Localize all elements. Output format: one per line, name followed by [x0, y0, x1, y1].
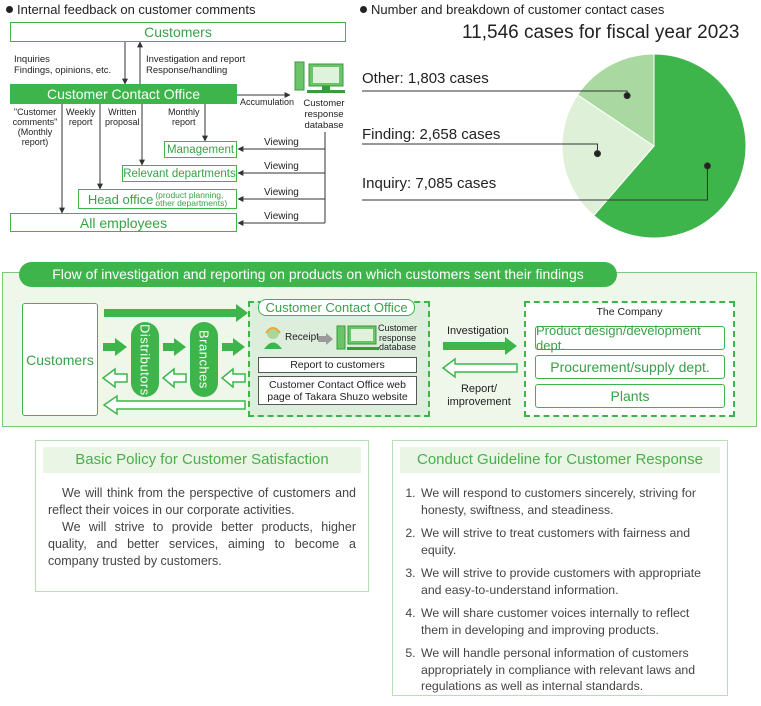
basic-policy-paragraph-1: We will think from the perspective of cu… [48, 486, 356, 517]
flow-arrows [101, 304, 518, 416]
flow-office-title: Customer Contact Office [258, 299, 415, 316]
feedback-customers-label: Customers [144, 24, 212, 40]
viewing-label-management: Viewing [264, 137, 299, 148]
guideline-item: We will handle personal information of c… [419, 645, 715, 695]
dept-plants: Plants [535, 384, 725, 408]
viewing-label-all-employees: Viewing [264, 211, 299, 222]
relevant-departments-box: Relevant departments [122, 165, 237, 182]
investigation-flow-label: Investigation [447, 325, 509, 337]
flow-database-icon [336, 324, 380, 357]
feedback-customers-box: Customers [10, 22, 346, 42]
basic-policy-paragraph-2: We will strive to provide better product… [48, 520, 356, 568]
pie-leader-dot [623, 92, 631, 100]
dept-product-design-label: Product design/development dept. [536, 323, 701, 353]
inquiries-label: Inquiries Findings, opinions, etc. [14, 54, 112, 76]
feedback-section-title: Internal feedback on customer comments [6, 2, 255, 17]
report-improvement-label: Report/ improvement [447, 383, 511, 408]
pie-label-inquiry: Inquiry: 7,085 cases [362, 175, 497, 192]
flow-db-label: Customer response database [378, 323, 418, 352]
website-line1: Customer Contact Office web [269, 378, 406, 391]
monthly-report-label: Monthly report [168, 107, 200, 127]
guideline-list: We will respond to customers sincerely, … [405, 485, 715, 695]
branches-box: Branches [190, 322, 218, 397]
head-office-box: Head office (product planning, other dep… [78, 189, 237, 209]
head-office-label: Head office [87, 191, 154, 207]
investigation-label: Investigation and report Response/handli… [146, 54, 246, 76]
pie-label-finding: Finding: 2,658 cases [362, 126, 501, 143]
pie-chart [362, 53, 747, 239]
feedback-office-box: Customer Contact Office [10, 84, 237, 104]
guideline-item: We will share customer voices internally… [419, 605, 715, 638]
viewing-label-relevant: Viewing [264, 161, 299, 172]
flow-customers-box: Customers [22, 303, 98, 416]
db-label: Customer response database [303, 98, 345, 131]
branches-label: Branches [196, 330, 212, 389]
all-employees-box: All employees [10, 213, 237, 232]
guideline-item: We will strive to treat customers with f… [419, 525, 715, 558]
dept-product-design: Product design/development dept. [535, 323, 725, 353]
database-computer-icon [293, 60, 347, 99]
receipt-arrow-icon [318, 332, 334, 350]
customer-comments-label: "Customer comments" (Monthly report) [12, 107, 58, 147]
guideline-item: We will strive to provide customers with… [419, 565, 715, 598]
feedback-connector-lines [59, 41, 326, 226]
contacts-total: 11,546 cases for fiscal year 2023 [462, 22, 740, 43]
dept-plants-label: Plants [610, 388, 650, 404]
report-to-customers-label: Report to customers [290, 359, 385, 371]
flow-office-label: Customer Contact Office [265, 300, 408, 315]
relevant-departments-label: Relevant departments [123, 167, 236, 180]
company-title: The Company [596, 306, 663, 318]
pie-slice-finding [561, 94, 655, 217]
report-to-customers-box: Report to customers [258, 357, 417, 373]
pie-leader-dot [593, 150, 601, 158]
pie-label-other: Other: 1,803 cases [362, 70, 489, 87]
dept-procurement: Procurement/supply dept. [535, 355, 725, 379]
guideline-panel: Conduct Guideline for Customer Response … [392, 440, 728, 696]
website-line2: page of Takara Shuzo website [267, 390, 408, 403]
distributors-label: Distributors [137, 323, 153, 396]
weekly-report-label: Weekly report [66, 107, 96, 127]
feedback-title-text: Internal feedback on customer comments [17, 2, 256, 17]
bullet-icon [360, 6, 367, 13]
basic-policy-text: We will think from the perspective of cu… [36, 473, 368, 570]
dept-procurement-label: Procurement/supply dept. [550, 359, 710, 375]
flow-title: Flow of investigation and reporting on p… [19, 262, 617, 287]
guideline-title: Conduct Guideline for Customer Response [400, 447, 720, 473]
basic-policy-panel: Basic Policy for Customer Satisfaction W… [35, 440, 369, 592]
contacts-section-title: Number and breakdown of customer contact… [360, 2, 664, 17]
management-label: Management [166, 143, 235, 156]
viewing-label-head-office: Viewing [264, 187, 299, 198]
pie-leader-dot [703, 162, 711, 170]
management-box: Management [164, 141, 237, 158]
pie-leader-inquiry [362, 165, 708, 201]
guideline-item: We will respond to customers sincerely, … [419, 485, 715, 518]
flow-customers-label: Customers [26, 351, 94, 368]
contacts-title-text: Number and breakdown of customer contact… [371, 2, 665, 17]
bullet-icon [6, 6, 13, 13]
basic-policy-title: Basic Policy for Customer Satisfaction [43, 447, 361, 473]
accumulation-label: Accumulation [240, 97, 295, 107]
website-box: Customer Contact Office web page of Taka… [258, 376, 417, 405]
all-employees-label: All employees [79, 214, 168, 231]
feedback-office-label: Customer Contact Office [46, 86, 201, 102]
head-office-sub: (product planning, other departments) [155, 189, 228, 208]
operator-icon [261, 324, 285, 355]
written-proposal-label: Written proposal [105, 107, 140, 127]
distributors-box: Distributors [131, 322, 159, 397]
receipt-label: Receipt [285, 332, 319, 343]
